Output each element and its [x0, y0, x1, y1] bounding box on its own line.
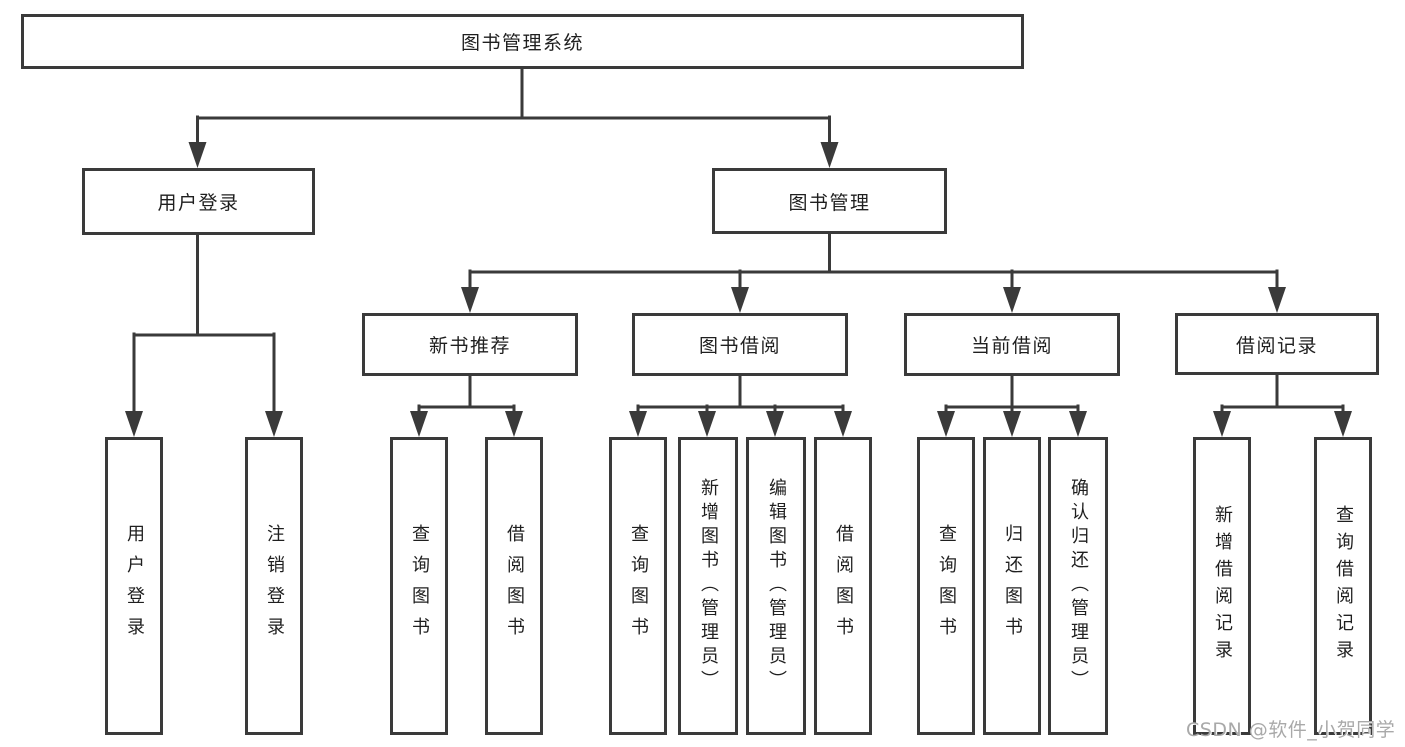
node-label: 归还图书: [1002, 524, 1023, 648]
node-label: 当前借阅: [970, 335, 1053, 357]
node-label: 查询借阅记录: [1333, 505, 1354, 667]
leaf-query-borrow-record: 查询借阅记录: [1314, 437, 1372, 735]
leaf-return-books: 归还图书: [983, 437, 1041, 735]
node-current-borrowing: 当前借阅: [904, 313, 1120, 376]
node-label: 借阅图书: [833, 524, 854, 648]
leaf-edit-book-admin: 编辑图书（管理员）: [746, 437, 806, 735]
node-label: 图书管理系统: [460, 32, 584, 54]
node-label: 借阅记录: [1235, 334, 1318, 357]
node-label: 借阅图书: [504, 524, 525, 648]
leaf-query-books-borrowing: 查询图书: [609, 437, 667, 735]
leaf-user-login: 用户登录: [105, 437, 163, 735]
node-label: 用户登录: [124, 524, 145, 648]
node-label: 图书管理: [788, 191, 871, 214]
node-label: 编辑图书（管理员）: [766, 478, 787, 694]
node-label: 注销登录: [264, 524, 285, 648]
node-user-login: 用户登录: [82, 168, 315, 235]
leaf-add-borrow-record: 新增借阅记录: [1193, 437, 1251, 735]
leaf-borrow-books-borrowing: 借阅图书: [814, 437, 872, 735]
node-label: 查询图书: [628, 524, 649, 648]
node-label: 新书推荐: [428, 335, 511, 357]
node-label: 用户登录: [157, 192, 240, 214]
node-library-management-system: 图书管理系统: [21, 14, 1024, 69]
leaf-logout: 注销登录: [245, 437, 303, 735]
leaf-confirm-return-admin: 确认归还（管理员）: [1048, 437, 1108, 735]
node-label: 查询图书: [936, 524, 957, 648]
arrowheads: [125, 142, 1352, 437]
leaf-query-books-current: 查询图书: [917, 437, 975, 735]
node-book-management: 图书管理: [712, 168, 947, 234]
node-label: 新增图书（管理员）: [698, 478, 719, 694]
node-label: 新增借阅记录: [1212, 505, 1233, 667]
node-label: 查询图书: [409, 524, 430, 648]
node-new-book-recommendation: 新书推荐: [362, 313, 578, 376]
node-label: 图书借阅: [698, 335, 781, 357]
leaf-add-book-admin: 新增图书（管理员）: [678, 437, 738, 735]
leaf-query-books-recommendation: 查询图书: [390, 437, 448, 735]
node-label: 确认归还（管理员）: [1068, 478, 1089, 694]
watermark-text: CSDN @软件_小贺同学: [1186, 719, 1396, 741]
node-book-borrowing: 图书借阅: [632, 313, 848, 376]
leaf-borrow-books-recommendation: 借阅图书: [485, 437, 543, 735]
node-borrowing-records: 借阅记录: [1175, 313, 1379, 375]
